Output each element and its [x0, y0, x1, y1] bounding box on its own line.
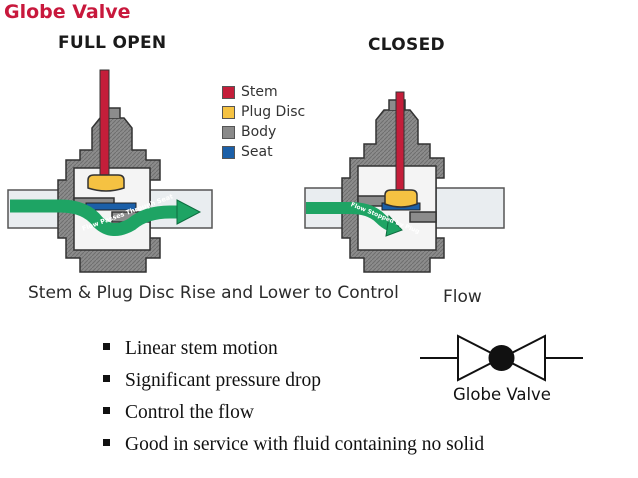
- bullet-list: Linear stem motion Significant pressure …: [103, 338, 484, 466]
- diagram-caption: Stem & Plug Disc Rise and Lower to Contr…: [28, 283, 399, 303]
- page-title: Globe Valve: [4, 1, 131, 23]
- diagram-caption-tail: Flow: [443, 287, 482, 307]
- bullet-text: Significant pressure drop: [125, 370, 322, 391]
- flow-arrowhead: [176, 199, 202, 225]
- valve-stem: [99, 69, 110, 183]
- full-open-label: FULL OPEN: [58, 33, 167, 53]
- legend: Stem Plug Disc Body Seat: [222, 82, 305, 162]
- bullet-item: Good in service with fluid containing no…: [103, 434, 484, 466]
- legend-label: Seat: [241, 144, 273, 160]
- legend-item-plug-disc: Plug Disc: [222, 102, 305, 122]
- outlet-pipe: [433, 187, 505, 229]
- bullet-text: Linear stem motion: [125, 338, 278, 359]
- bullet-icon: [103, 343, 110, 350]
- bullet-text: Control the flow: [125, 402, 254, 423]
- bullet-icon: [103, 439, 110, 446]
- legend-swatch-seat: [222, 145, 235, 159]
- legend-item-body: Body: [222, 122, 305, 142]
- valve-diagrams: Flow Passes Through Seat Flow Stopped by…: [7, 69, 505, 273]
- bullet-item: Control the flow: [103, 402, 484, 434]
- globe-valve-symbol-icon: [420, 334, 583, 382]
- symbol-caption: Globe Valve: [453, 385, 551, 404]
- valve-stem: [395, 91, 405, 205]
- closed-label: CLOSED: [368, 35, 445, 55]
- legend-label: Stem: [241, 84, 278, 100]
- legend-label: Plug Disc: [241, 104, 306, 120]
- bullet-icon: [103, 407, 110, 414]
- plug-disc: [87, 174, 125, 192]
- legend-swatch-body: [222, 125, 235, 139]
- bullet-item: Linear stem motion: [103, 338, 484, 370]
- legend-swatch-plug-disc: [222, 105, 235, 119]
- legend-swatch-stem: [222, 85, 235, 99]
- bullet-text: Good in service with fluid containing no…: [125, 434, 485, 455]
- valve-body: [341, 99, 445, 273]
- legend-label: Body: [241, 124, 277, 140]
- flow-path: [10, 199, 180, 236]
- legend-item-seat: Seat: [222, 142, 305, 162]
- bullet-item: Significant pressure drop: [103, 370, 484, 402]
- flow-arrowhead: [385, 214, 403, 237]
- plug-disc: [384, 189, 418, 208]
- bullet-icon: [103, 375, 110, 382]
- closed-valve: Flow Stopped by Plug: [304, 91, 505, 273]
- legend-item-stem: Stem: [222, 82, 305, 102]
- full-open-valve: Flow Passes Through Seat: [7, 69, 213, 273]
